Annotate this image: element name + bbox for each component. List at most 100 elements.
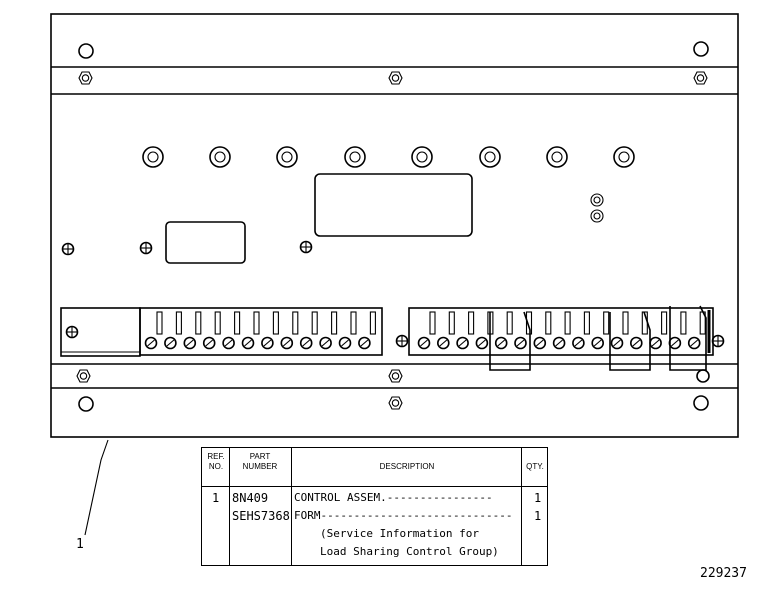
terminal-screw — [456, 336, 469, 350]
terminal-screw-slot — [439, 339, 448, 347]
row-1-description: CONTROL ASSEM.---------------- — [294, 491, 493, 504]
terminal-screw — [514, 336, 527, 350]
mounting-hole — [696, 369, 710, 383]
terminal-screw — [299, 336, 313, 350]
terminal-screw — [494, 336, 508, 350]
row-1-part: 8N409 — [232, 491, 269, 505]
terminal-screw — [591, 336, 605, 350]
rail-nuts — [76, 71, 708, 410]
potentiometer-row — [142, 146, 635, 168]
terminal-separator — [253, 311, 260, 335]
hex-nut — [388, 71, 403, 85]
description-note-line-2: Load Sharing Control Group) — [320, 545, 499, 558]
terminal-strip — [408, 307, 714, 356]
potentiometer — [613, 146, 635, 168]
parts-table: REF. NO. PART NUMBER DESCRIPTION QTY. 1 … — [201, 447, 548, 566]
column-divider — [291, 448, 292, 565]
phillips-screw — [139, 241, 153, 255]
terminal-screw — [144, 336, 158, 350]
terminal-screw-slot — [360, 339, 369, 347]
terminal-separator — [622, 311, 629, 335]
terminal-separator — [369, 311, 376, 335]
terminal-separator — [234, 311, 241, 335]
phillips-screws — [61, 240, 725, 348]
terminal-screws — [417, 311, 706, 350]
jumper-clip — [669, 305, 707, 371]
jumper-clip — [489, 311, 531, 371]
terminal-screw-slot — [166, 339, 175, 347]
right-terminal-block — [408, 305, 714, 371]
terminal-separator — [429, 311, 436, 335]
terminal-screw-slot — [321, 339, 330, 347]
terminal-separator — [448, 311, 455, 335]
callout-label: 1 — [76, 537, 84, 552]
terminal-screw — [202, 336, 216, 350]
phillips-screw — [65, 325, 79, 339]
terminal-screw — [222, 336, 235, 350]
terminal-screw — [338, 336, 352, 350]
large-display-window — [314, 173, 473, 237]
column-divider — [229, 448, 230, 565]
figure-number: 229237 — [700, 566, 747, 581]
header-qty: QTY. — [526, 462, 544, 471]
header-part-number: PART NUMBER — [242, 452, 278, 471]
potentiometer — [276, 146, 298, 168]
terminal-screws — [144, 311, 376, 350]
terminal-separator — [175, 311, 182, 335]
phillips-screw — [395, 334, 409, 348]
row-2-part: SEHS7368 — [232, 509, 290, 523]
potentiometer — [209, 146, 231, 168]
terminal-screw-slot — [205, 339, 214, 347]
terminal-separator — [506, 311, 513, 335]
terminal-screw-slot — [613, 339, 621, 347]
header-ref-no: REF. NO. — [207, 452, 225, 471]
terminal-screw — [319, 336, 332, 350]
terminal-screw — [358, 336, 371, 350]
terminal-separator — [214, 311, 221, 335]
terminal-screw — [280, 336, 294, 350]
terminal-separator — [350, 311, 357, 335]
hex-nut — [388, 369, 403, 383]
terminal-separator — [603, 311, 610, 335]
terminal-separator — [195, 311, 202, 335]
terminal-screw — [552, 336, 566, 350]
header-divider — [202, 486, 547, 487]
terminal-screw-slot — [341, 339, 349, 347]
mounting-hole — [78, 396, 94, 412]
terminal-screw-slot — [671, 339, 679, 347]
terminal-separator — [292, 311, 299, 335]
terminal-separator — [156, 311, 163, 335]
terminal-screw-slot — [574, 339, 583, 347]
terminal-separator — [545, 311, 552, 335]
terminal-screw — [417, 336, 431, 350]
terminal-screw — [241, 336, 255, 350]
terminal-screw-slot — [690, 339, 699, 347]
terminal-screw — [687, 336, 701, 350]
terminal-separator — [564, 311, 571, 335]
row-1-ref: 1 — [212, 491, 220, 505]
header-description: DESCRIPTION — [379, 462, 435, 471]
left-terminal-block — [60, 307, 383, 357]
terminal-screw — [533, 336, 547, 350]
terminal-screw-slot — [497, 339, 506, 347]
hex-nut — [78, 71, 93, 85]
potentiometer — [546, 146, 568, 168]
row-2-qty: 1 — [534, 509, 542, 523]
terminal-separator — [583, 311, 590, 335]
small-display-window — [165, 221, 246, 264]
terminal-screw-slot — [263, 339, 272, 347]
terminal-separator — [661, 311, 668, 335]
terminal-screw — [629, 336, 643, 350]
phillips-screw — [711, 334, 725, 348]
terminal-screw-slot — [224, 339, 233, 347]
terminal-screw-slot — [147, 339, 155, 347]
hex-nut — [693, 71, 708, 85]
callout-leader-line — [84, 439, 109, 536]
terminal-screw — [436, 336, 450, 350]
row-1-qty: 1 — [534, 491, 542, 505]
terminal-screw-slot — [632, 339, 641, 347]
potentiometer — [344, 146, 366, 168]
terminal-screw-slot — [478, 339, 486, 347]
terminal-screw-slot — [458, 339, 467, 347]
phillips-screw — [61, 242, 75, 256]
